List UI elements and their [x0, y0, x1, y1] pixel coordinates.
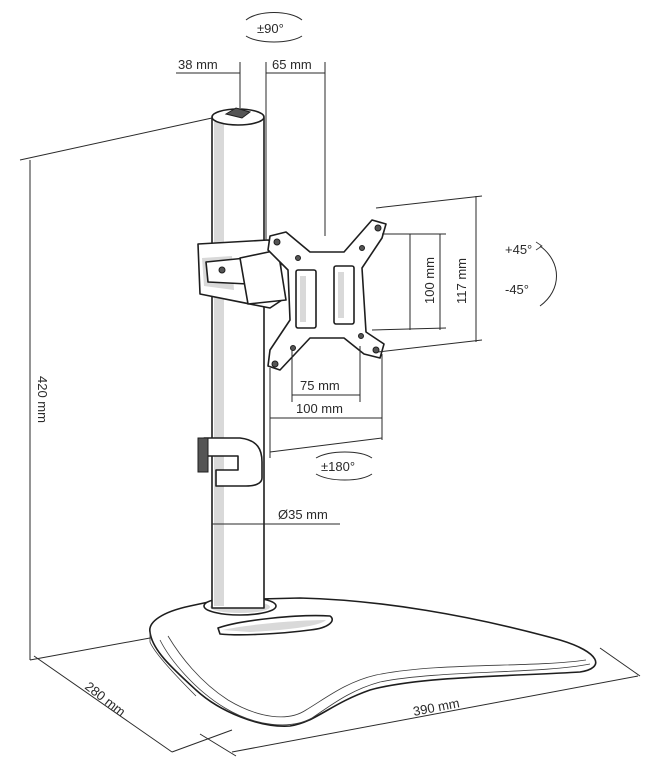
tilt-plus-label: +45°	[505, 242, 532, 257]
vesa-width-75-label: 75 mm	[300, 378, 340, 393]
dimension-lines	[19, 12, 641, 757]
stand-pole	[211, 107, 265, 609]
width-390-label: 390 mm	[412, 695, 461, 719]
tilt-minus-label: -45°	[505, 282, 529, 297]
height-420-label: 420 mm	[35, 376, 50, 423]
pole-diameter-label: Ø35 mm	[278, 507, 328, 522]
rotation-bottom-label: ±180°	[321, 459, 355, 474]
vesa-width-100-label: 100 mm	[296, 401, 343, 416]
vesa-plate	[267, 219, 387, 371]
rotation-top-label: ±90°	[257, 21, 284, 36]
vesa-height-100-label: 100 mm	[422, 257, 437, 304]
pole-clamp-bracket	[197, 239, 287, 309]
vesa-height-117-label: 117 mm	[454, 258, 469, 304]
cable-clip	[197, 437, 263, 487]
stand-base	[149, 596, 597, 727]
width-38-label: 38 mm	[178, 57, 218, 72]
width-65-label: 65 mm	[272, 57, 312, 72]
dimension-labels: ±90° 38 mm 65 mm +45° -45° 100 mm 117 mm…	[35, 21, 532, 719]
depth-280-label: 280 mm	[82, 679, 128, 720]
